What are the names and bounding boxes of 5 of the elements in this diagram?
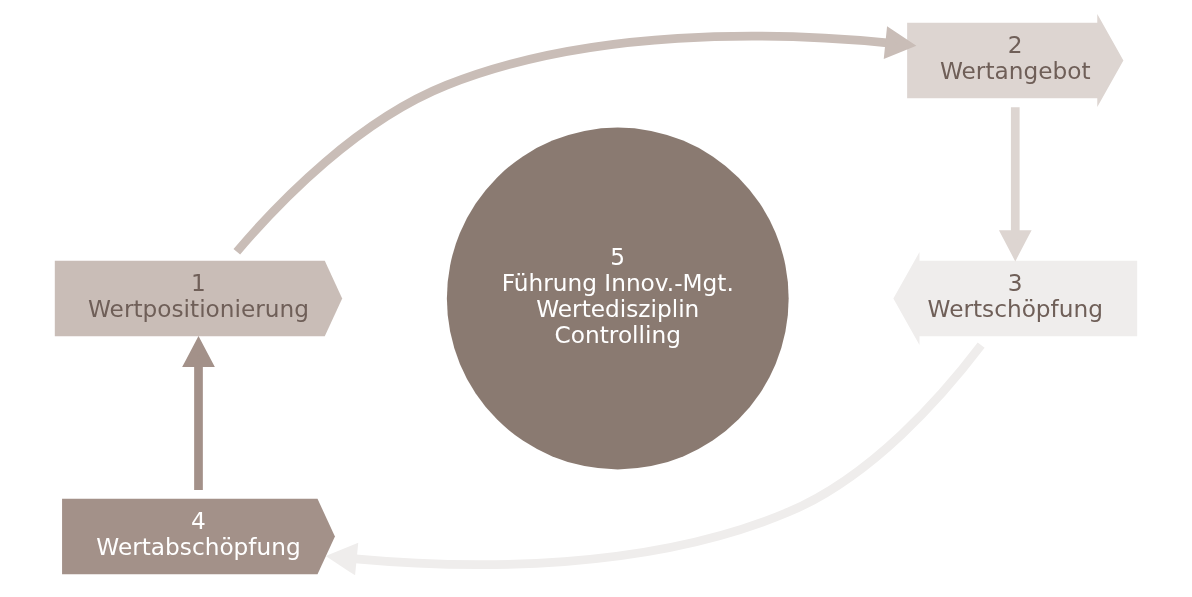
- arrow: [998, 107, 1032, 262]
- arrow: [233, 26, 917, 255]
- arrow: [182, 335, 215, 491]
- node-circle: 5 Führung Innov.-Mgt. Wertedisziplin Controlling: [446, 127, 789, 470]
- arrow: [325, 342, 985, 576]
